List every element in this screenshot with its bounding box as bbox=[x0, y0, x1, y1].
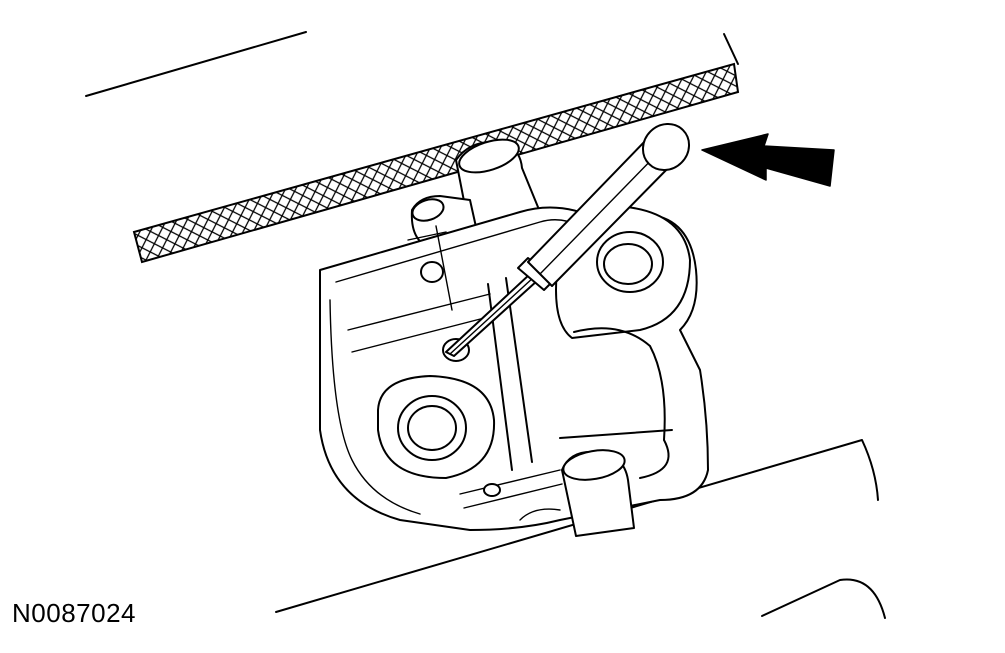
right-channel bbox=[559, 327, 673, 479]
hatched-gasket bbox=[132, 62, 740, 264]
figure-id-label: N0087024 bbox=[12, 598, 136, 628]
left-mounting-boss bbox=[377, 375, 496, 479]
upper-plate bbox=[85, 31, 739, 97]
callout-arrow bbox=[701, 133, 835, 187]
lower-housing bbox=[275, 439, 886, 619]
locking-pin-tool bbox=[445, 122, 691, 357]
lower-plunger bbox=[459, 449, 635, 537]
